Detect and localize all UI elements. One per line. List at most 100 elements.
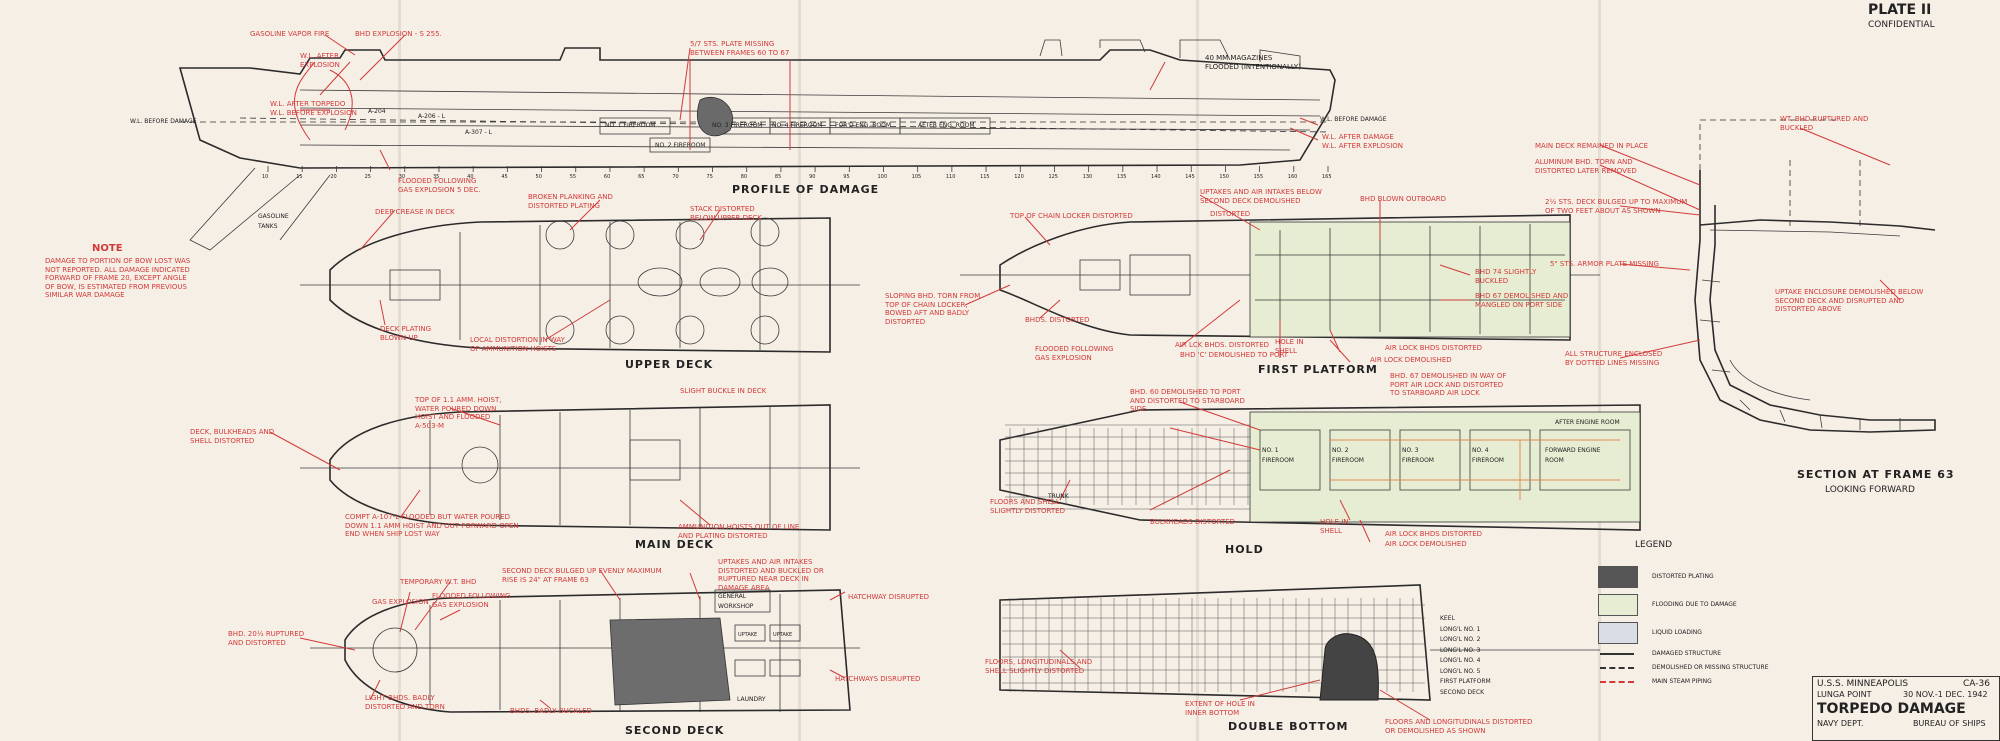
hold-label: FORWARD ENGINE ROOM bbox=[1545, 447, 1601, 464]
annotation: TEMPORARY W.T. BHD bbox=[400, 578, 477, 586]
paper-fold bbox=[398, 0, 401, 741]
annotation: W.L. AFTER DAMAGE bbox=[1322, 133, 1394, 141]
frame-number: 105 bbox=[911, 174, 922, 180]
paper-fold bbox=[798, 0, 801, 741]
frame-number: 15 bbox=[296, 174, 303, 180]
annotation: BHDS. BADLY BUCKLED bbox=[510, 707, 592, 715]
annotation: GAS EXPLOSION bbox=[372, 598, 429, 606]
annotation: W.L. AFTER TORPEDO W.L. BEFORE EXPLOSION bbox=[270, 100, 357, 117]
annotation: UPTAKE ENCLOSURE DEMOLISHED BELOW SECOND… bbox=[1775, 288, 1924, 313]
second-deck-view bbox=[310, 589, 860, 713]
annotation: AIR LOCK DEMOLISHED bbox=[1370, 356, 1452, 364]
double-bottom-key-label: LONG'L NO. 2 bbox=[1440, 636, 1481, 643]
frame-number: 65 bbox=[638, 174, 645, 180]
hold-label: TRUNK bbox=[1048, 493, 1069, 500]
annotation: BHD 74 SLIGHTLY BUCKLED bbox=[1475, 268, 1537, 285]
main-deck-view bbox=[300, 404, 860, 531]
view-title-profile: PROFILE OF DAMAGE bbox=[732, 183, 880, 196]
annotation: BHD 67 DEMOLISHED AND MANGLED ON PORT SI… bbox=[1475, 292, 1569, 309]
view-subtitle-section: LOOKING FORWARD bbox=[1825, 485, 1915, 495]
frame-number: 30 bbox=[398, 174, 406, 180]
annotation: ALL STRUCTURE ENCLOSED BY DOTTED LINES M… bbox=[1565, 350, 1663, 367]
department: NAVY DEPT. bbox=[1817, 719, 1864, 728]
annotation: LIGHT BHDS. BADLY DISTORTED AND TORN bbox=[365, 694, 445, 711]
annotation-leaders bbox=[269, 34, 1901, 721]
annotation: ALUMINUM BHD. TORN AND DISTORTED LATER R… bbox=[1535, 158, 1637, 175]
annotation: 40 MM MAGAZINES FLOODED (INTENTIONALLY) bbox=[1205, 54, 1301, 71]
annotation: 2½ STS. DECK BULGED UP TO MAXIMUM OF TWO… bbox=[1545, 198, 1688, 215]
frame-number: 45 bbox=[501, 174, 508, 180]
frame-number: 85 bbox=[774, 174, 782, 180]
frame-number: 20 bbox=[330, 174, 337, 180]
legend-line-label: MAIN STEAM PIPING bbox=[1652, 678, 1712, 685]
double-bottom-key-label: LONG'L NO. 4 bbox=[1440, 657, 1481, 664]
annotation: FLOODED FOLLOWING GAS EXPLOSION bbox=[432, 592, 511, 609]
double-bottom-key-label: LONG'L NO. 5 bbox=[1440, 667, 1481, 675]
annotation: LOCAL DISTORTION IN WAY OF AMMUNITION HO… bbox=[470, 336, 565, 353]
annotation: 5/7 STS. PLATE MISSING BETWEEN FRAMES 60… bbox=[690, 40, 790, 57]
hold-label: NO. 4 FIREROOM bbox=[1472, 447, 1504, 464]
annotation: DEEP CREASE IN DECK bbox=[375, 208, 455, 216]
legend-line-label: DAMAGED STRUCTURE bbox=[1652, 650, 1722, 657]
ship-name: U.S.S. MINNEAPOLIS bbox=[1817, 679, 1909, 689]
date: 30 NOV.-1 DEC. 1942 bbox=[1903, 690, 1988, 699]
paper-fold bbox=[1196, 0, 1199, 741]
profile-label: NO. 4 FIREROOM bbox=[772, 122, 823, 129]
frame-number: 120 bbox=[1014, 174, 1024, 180]
annotation: FLOORS AND SHELL SLIGHTLY DISTORTED bbox=[990, 498, 1065, 515]
drawing-title: TORPEDO DAMAGE bbox=[1817, 701, 1966, 717]
annotation: BHD EXPLOSION - S 255. bbox=[355, 30, 442, 38]
second-deck-label: GENERAL WORKSHOP bbox=[718, 593, 754, 610]
annotation: DISTORTED bbox=[1210, 210, 1251, 218]
annotation: BHD BLOWN OUTBOARD bbox=[1360, 195, 1447, 203]
frame-number: 145 bbox=[1185, 174, 1195, 180]
hold-label: NO. 1 FIREROOM bbox=[1262, 447, 1294, 464]
frame-scale bbox=[267, 166, 1329, 172]
annotation: 5" STS. ARMOR PLATE MISSING bbox=[1550, 260, 1659, 268]
profile-label: A-206 - L bbox=[418, 113, 445, 120]
legend-title: LEGEND bbox=[1635, 540, 1673, 550]
frame-number: 60 bbox=[603, 174, 611, 180]
annotation: BHD 'C' DEMOLISHED TO PORT bbox=[1180, 351, 1289, 359]
plate-classification: CONFIDENTIAL bbox=[1868, 20, 1935, 30]
profile-label: W.L. BEFORE DAMAGE bbox=[1320, 116, 1387, 123]
annotation: STACK DISTORTED BELOW UPPER DECK bbox=[690, 205, 762, 222]
frame-number: 135 bbox=[1116, 174, 1127, 180]
frame-number: 55 bbox=[569, 174, 577, 180]
view-title-first-platform: FIRST PLATFORM bbox=[1258, 363, 1378, 376]
annotation: UPTAKES AND AIR INTAKES BELOW SECOND DEC… bbox=[1200, 188, 1322, 205]
frame-number: 35 bbox=[432, 174, 440, 180]
frame-number: 110 bbox=[945, 174, 956, 180]
legend-line-sample bbox=[1600, 667, 1634, 669]
annotation: TOP OF 1.1 AMM. HOIST, WATER POURED DOWN… bbox=[415, 396, 502, 430]
annotation: BHDS. DISTORTED bbox=[1025, 316, 1090, 324]
plate-number: PLATE II bbox=[1868, 2, 1932, 18]
frame-number: 75 bbox=[706, 174, 713, 180]
profile-label: A-204 bbox=[368, 108, 386, 115]
annotation: AIR LOCK BHDS DISTORTED bbox=[1385, 530, 1483, 538]
annotation: WT. BHD RUPTURED AND BUCKLED bbox=[1780, 115, 1869, 132]
legend-line-sample bbox=[1600, 681, 1634, 683]
view-title-hold: HOLD bbox=[1225, 543, 1264, 556]
view-title-double-bottom: DOUBLE BOTTOM bbox=[1228, 720, 1349, 733]
annotation: FLOODED FOLLOWING GAS EXPLOSION bbox=[1035, 345, 1114, 362]
annotation: HOLE IN SHELL bbox=[1275, 338, 1304, 355]
annotation: FLOORS, LONGITUDINALS AND SHELL SLIGHTLY… bbox=[985, 658, 1093, 675]
annotation: BHD. 60 DEMOLISHED TO PORT AND DISTORTED… bbox=[1130, 388, 1245, 413]
annotation: W.L. AFTER EXPLOSION bbox=[300, 52, 340, 69]
frame-number: 100 bbox=[877, 174, 888, 180]
annotation: W.L. AFTER EXPLOSION bbox=[1322, 142, 1404, 150]
frame-number: 115 bbox=[980, 174, 990, 180]
legend-line-label: DEMOLISHED OR MISSING STRUCTURE bbox=[1652, 664, 1769, 671]
hold-view bbox=[999, 404, 1641, 531]
frame-number: 40 bbox=[467, 174, 474, 180]
annotation: UPTAKES AND AIR INTAKES DISTORTED AND BU… bbox=[718, 558, 824, 592]
annotation: FLOODED FOLLOWING GAS EXPLOSION 5 DEC. bbox=[398, 177, 481, 194]
hold-label: NO. 2 FIREROOM bbox=[1332, 447, 1364, 464]
view-title-section: SECTION AT FRAME 63 bbox=[1797, 468, 1955, 481]
annotation: AIR LOCK DEMOLISHED bbox=[1385, 540, 1467, 548]
annotation: SLOPING BHD. TORN FROM TOP OF CHAIN LOCK… bbox=[885, 292, 981, 326]
hull-number: CA-36 bbox=[1963, 679, 1990, 689]
frame-number: 155 bbox=[1253, 174, 1264, 180]
frame-number: 165 bbox=[1322, 174, 1332, 180]
